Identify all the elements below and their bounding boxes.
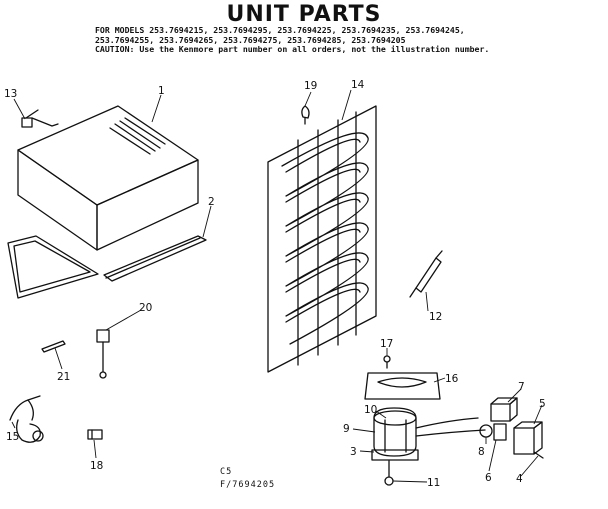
callout-13: 13 [4, 88, 17, 100]
callout-10: 10 [364, 404, 377, 416]
callout-17: 17 [380, 338, 393, 350]
page-title: UNIT PARTS [226, 2, 382, 27]
mounting-stud [384, 460, 394, 486]
model-list: FOR MODELS 253.7694215, 253.7694295, 253… [95, 25, 595, 55]
models-line-1: FOR MODELS 253.7694215, 253.7694295, 253… [95, 25, 465, 35]
grommet [87, 429, 103, 440]
callout-20: 20 [139, 302, 152, 314]
evaporator-cover [17, 105, 199, 251]
callout-2: 2 [208, 196, 215, 208]
grommet-small [383, 355, 391, 369]
compressor [371, 407, 486, 461]
callout-18: 18 [90, 460, 103, 472]
diagram-code-1: C5 [220, 467, 232, 477]
caution-note: CAUTION: Use the Kenmore part number on … [95, 44, 490, 55]
callout-9: 9 [343, 423, 350, 435]
models-line-2: 253.7694255, 253.7694265, 253.7694275, 2… [95, 34, 406, 45]
callout-5: 5 [539, 398, 546, 410]
diagram-code-2: F/7694205 [220, 480, 275, 490]
callout-8: 8 [478, 446, 485, 458]
wire-harness [9, 395, 44, 443]
callout-6: 6 [485, 472, 492, 484]
callout-16: 16 [445, 373, 459, 385]
compressor-base [364, 372, 441, 400]
callout-4: 4 [516, 473, 523, 485]
connector-cord [96, 329, 110, 379]
callout-11: 11 [427, 477, 440, 489]
rail [103, 235, 207, 282]
drier [409, 250, 443, 298]
callout-12: 12 [429, 311, 442, 323]
callout-21: 21 [57, 371, 70, 383]
callout-15: 15 [6, 431, 19, 443]
callout-1: 1 [158, 85, 165, 97]
coil-clip [301, 105, 310, 125]
relay-overload [479, 397, 518, 441]
callout-7: 7 [518, 381, 525, 393]
capacitor [513, 421, 544, 459]
callout-3: 3 [350, 446, 357, 458]
callout-19: 19 [304, 80, 317, 92]
evaporator-coil [267, 105, 377, 373]
tab-part [41, 340, 66, 353]
thermostat-clip [21, 109, 59, 128]
callout-14: 14 [351, 79, 365, 91]
front-frame [7, 235, 99, 299]
